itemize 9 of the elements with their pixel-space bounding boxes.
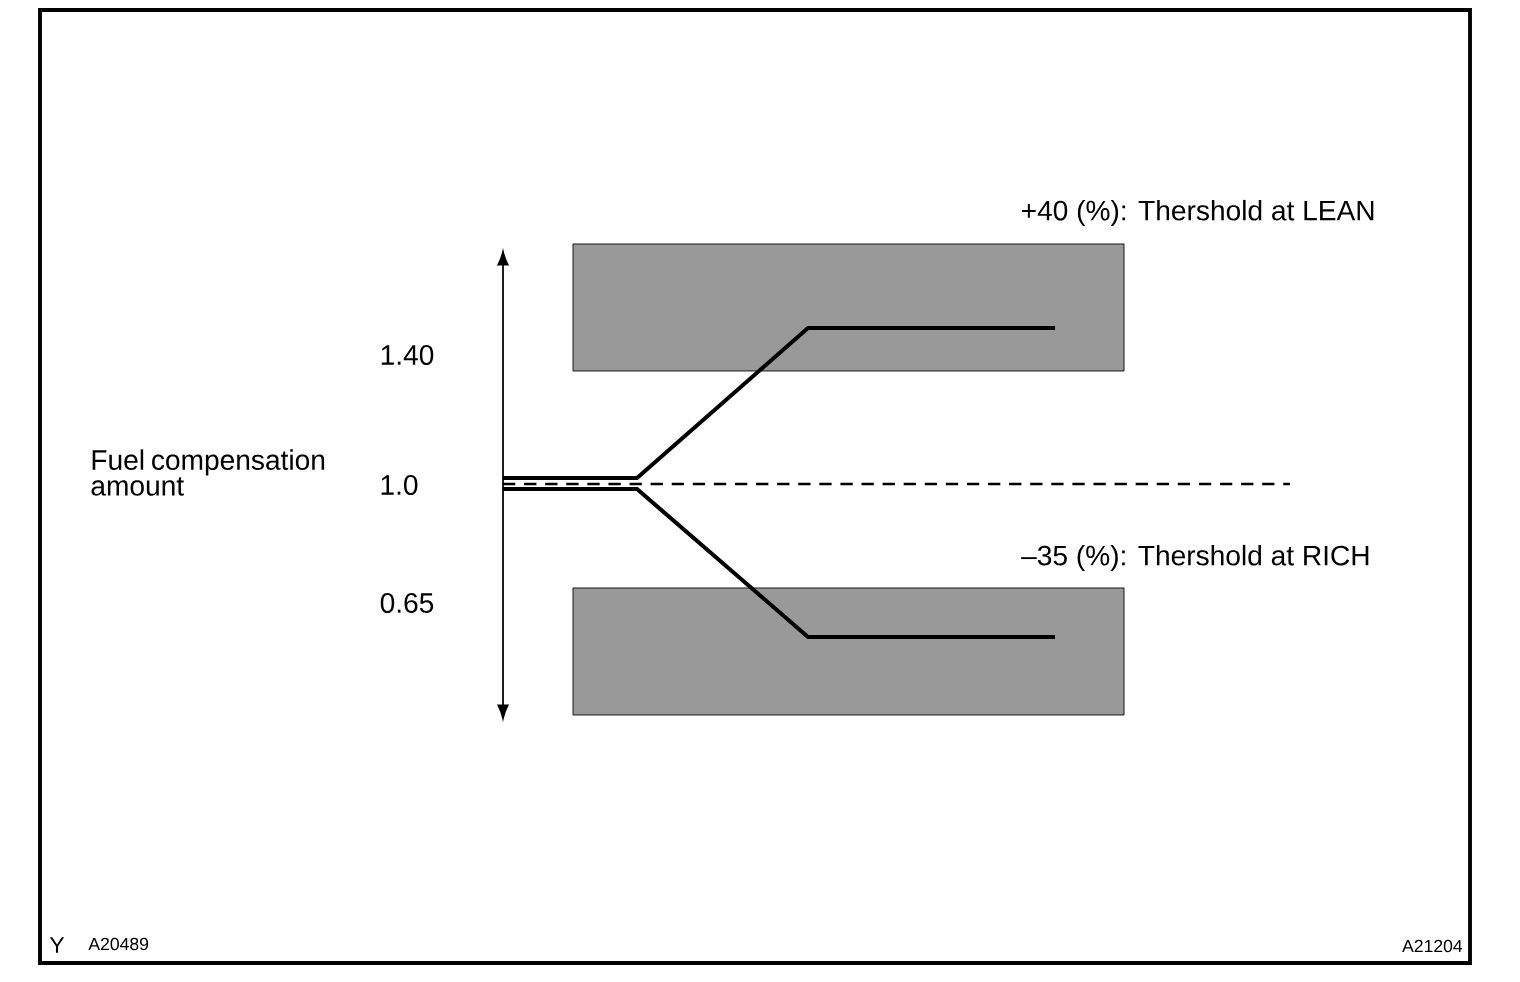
tick-label: 0.65	[380, 593, 434, 613]
figure-code: A20489	[88, 937, 149, 951]
figure-code: A21204	[1402, 939, 1463, 953]
threshold-label: +40 (%): Thershold at LEAN	[1022, 199, 1374, 227]
tick-label: 1.40	[381, 345, 434, 365]
tick-label: 1.0	[381, 475, 418, 495]
threshold-label: –35 (%): Thershold at RICH	[1021, 544, 1369, 572]
axis-label: Fuel compensation amount	[91, 449, 325, 496]
corner-mark: Y	[49, 937, 65, 953]
